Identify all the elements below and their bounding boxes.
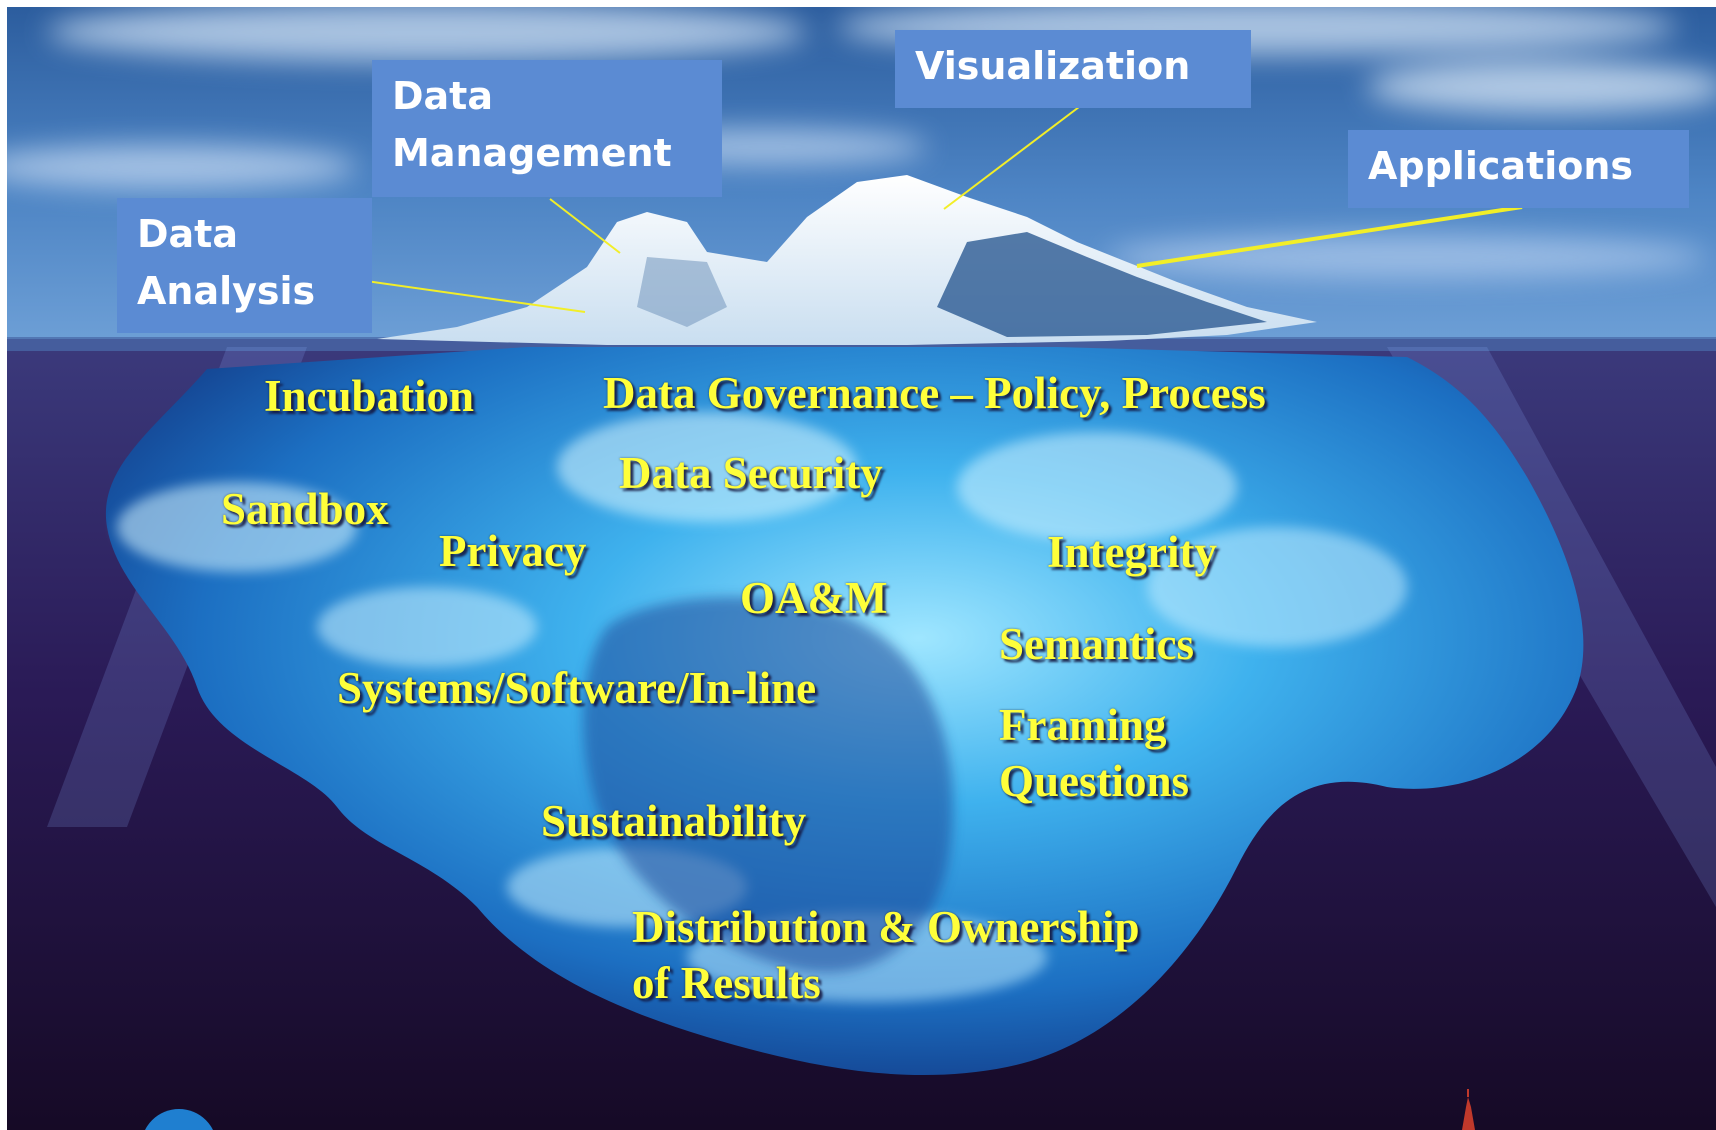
applications-callout: Applications <box>1348 130 1689 208</box>
sustainability-label: Sustainability <box>541 796 807 846</box>
data-management-leader <box>549 198 621 254</box>
distribution-label: Distribution & Ownership of Results <box>632 902 1140 1008</box>
semantics-label: Semantics <box>999 619 1194 669</box>
visualization-callout: Visualization <box>895 30 1251 108</box>
visualization-leader <box>943 106 1080 210</box>
framing-questions-label: Framing Questions <box>999 700 1190 806</box>
data-security-label: Data Security <box>619 448 883 498</box>
oam-label: OA&M <box>740 573 888 623</box>
sandbox-label: Sandbox <box>221 484 389 534</box>
ice-cave <box>583 597 954 973</box>
logo-red-tower <box>1462 1097 1475 1130</box>
slide: Data Analysis Data Management Visualizat… <box>7 7 1716 1130</box>
logo-blue-circle <box>145 1109 213 1130</box>
iceberg-tip-shadow-2 <box>637 257 727 327</box>
systems-software-label: Systems/Software/In-line <box>337 663 817 713</box>
data-governance-label: Data Governance – Policy, Process <box>603 368 1266 418</box>
data-analysis-leader <box>344 277 586 313</box>
integrity-label: Integrity <box>1047 527 1217 577</box>
privacy-label: Privacy <box>439 526 587 576</box>
applications-leader <box>1136 205 1523 268</box>
data-analysis-callout: Data Analysis <box>117 198 372 333</box>
iceberg-tip-shadow <box>937 232 1267 337</box>
incubation-label: Incubation <box>264 371 475 421</box>
data-management-callout: Data Management <box>372 60 722 197</box>
leader-lines <box>344 106 1523 313</box>
